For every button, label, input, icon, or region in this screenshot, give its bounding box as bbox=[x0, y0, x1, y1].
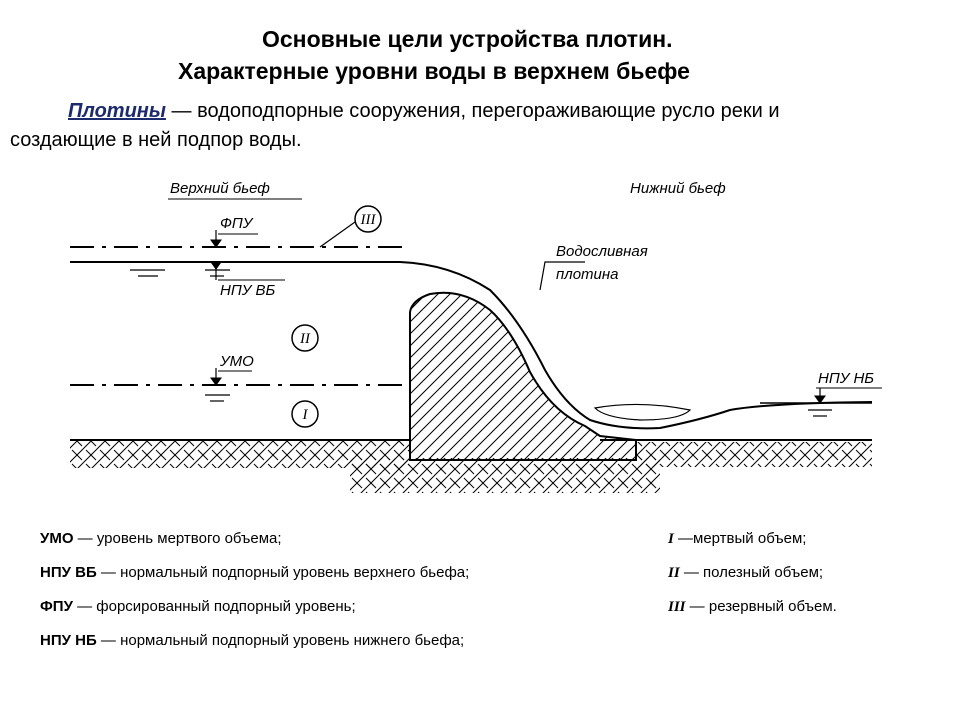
slide-title-line-2: Характерные уровни воды в верхнем бьефе bbox=[178, 58, 690, 84]
legend-text: — нормальный подпорный уровень верхнего … bbox=[96, 564, 470, 581]
spillway-dam-label-1: Водосливная bbox=[556, 243, 648, 260]
intro-text-1: — водоподпорные сооружения, перегоражива… bbox=[165, 100, 780, 122]
legend-umo: УМО — уровень мертвого объема; bbox=[40, 530, 282, 547]
npu-vb-label: НПУ ВБ bbox=[220, 282, 275, 299]
ground-right bbox=[635, 442, 872, 467]
zone-3-leader bbox=[319, 221, 356, 248]
level-marker-arrows bbox=[210, 230, 826, 404]
dam-diagram: III II I Верхний бьеф Нижний бьеф ФПУ НП… bbox=[70, 180, 882, 493]
intro-paragraph-line-1: Плотины — водоподпорные сооружения, пере… bbox=[68, 100, 780, 123]
npu-nb-label: НПУ НБ bbox=[818, 370, 874, 387]
legend-zone-3: III — резервный объем. bbox=[668, 598, 837, 616]
legend-abbr: НПУ НБ bbox=[40, 632, 97, 649]
slide-title-line-1: Основные цели устройства плотин. bbox=[262, 26, 673, 52]
legend-zone-2: II — полезный объем; bbox=[668, 564, 823, 582]
umo-label: УМО bbox=[219, 353, 254, 370]
legend-abbr: УМО bbox=[40, 530, 74, 547]
ground-under-dam bbox=[350, 458, 660, 493]
legend-fpu: ФПУ — форсированный подпорный уровень; bbox=[40, 598, 356, 615]
legend-npu-vb: НПУ ВБ — нормальный подпорный уровень ве… bbox=[40, 564, 469, 581]
lower-pool-label: Нижний бьеф bbox=[630, 180, 726, 197]
dam-body bbox=[409, 291, 637, 461]
legend-text: — полезный объем; bbox=[679, 564, 824, 581]
water-ripples-upper bbox=[130, 269, 832, 417]
zone-1-circle bbox=[291, 400, 319, 428]
spillway-label-leader bbox=[539, 261, 585, 291]
legend-roman: III bbox=[668, 599, 686, 615]
legend-text: — резервный объем. bbox=[685, 598, 837, 615]
zone-1-label: I bbox=[302, 407, 309, 423]
zone-3-circle bbox=[354, 205, 382, 233]
legend-npu-nb: НПУ НБ — нормальный подпорный уровень ни… bbox=[40, 632, 464, 649]
legend-abbr: НПУ ВБ bbox=[40, 564, 97, 581]
fpu-label: ФПУ bbox=[220, 215, 254, 232]
legend-text: —мертвый объем; bbox=[673, 530, 807, 547]
legend-roman: II bbox=[668, 565, 680, 581]
intro-paragraph-line-2: создающие в ней подпор воды. bbox=[10, 129, 302, 151]
zone-3-label: III bbox=[360, 212, 377, 228]
legend-text: — уровень мертвого объема; bbox=[73, 530, 282, 547]
legend-text: — форсированный подпорный уровень; bbox=[72, 598, 356, 615]
zone-2-circle bbox=[291, 324, 319, 352]
legend-abbr: ФПУ bbox=[40, 598, 73, 615]
spillway-nappe bbox=[70, 261, 873, 430]
legend-roman: I bbox=[668, 531, 674, 547]
legend-text: — нормальный подпорный уровень нижнего б… bbox=[96, 632, 465, 649]
intro-term: Плотины bbox=[68, 100, 166, 122]
spillway-dam-label-2: плотина bbox=[556, 266, 619, 283]
zone-2-label: II bbox=[299, 331, 311, 347]
legend-zone-1: I —мертвый объем; bbox=[668, 530, 806, 548]
upper-pool-label: Верхний бьеф bbox=[170, 180, 270, 197]
hydraulic-jump-roller bbox=[593, 403, 692, 421]
